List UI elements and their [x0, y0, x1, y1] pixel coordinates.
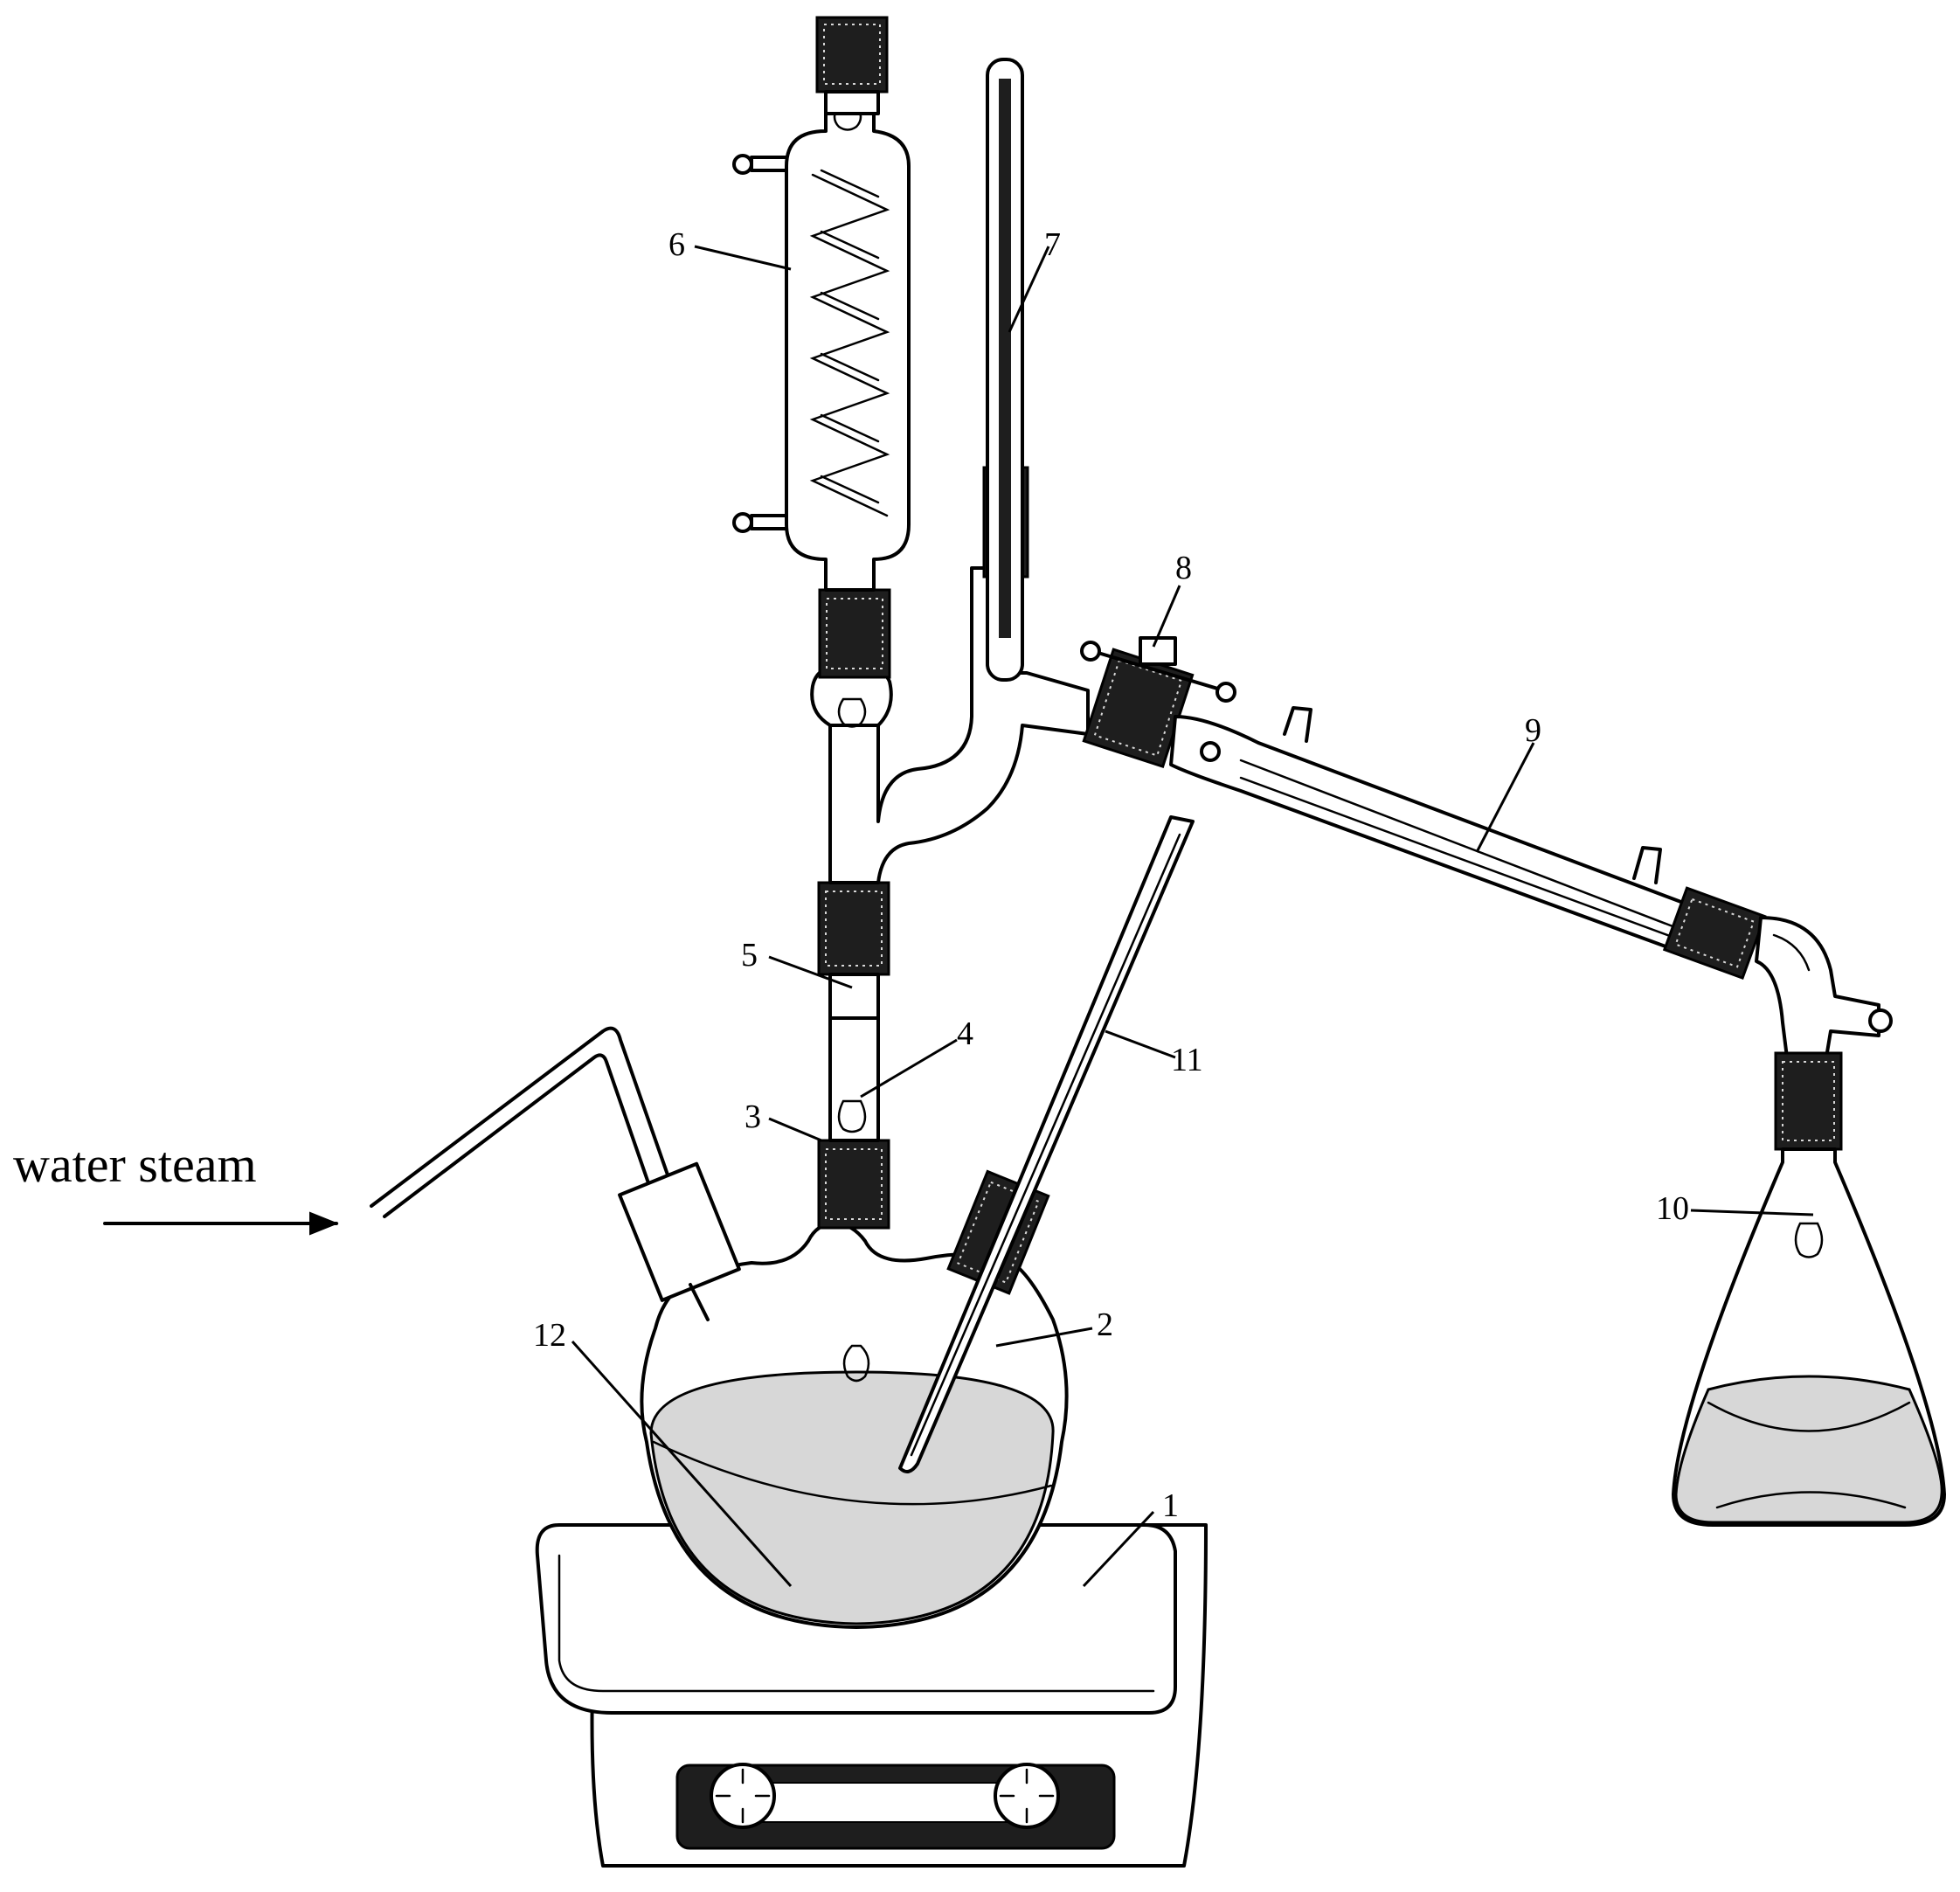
number-labels: 1 2 3 4 5 6 7 8 9 10 11 12 [533, 226, 1689, 1524]
receiver-tube [828, 1016, 880, 1142]
label-6: 6 [668, 226, 685, 263]
liebig-condenser [1169, 706, 1701, 954]
receiver-liquid-surface [1707, 1401, 1911, 1432]
label-12: 12 [533, 1317, 566, 1354]
label-5: 5 [741, 937, 758, 974]
liebig-inner-tube [1239, 759, 1693, 935]
leader-6 [694, 245, 792, 271]
thermometer [982, 58, 1029, 682]
probe-11 [898, 815, 1195, 1473]
label-2: 2 [1097, 1306, 1113, 1343]
leader-3 [768, 1117, 822, 1142]
condenser-coil-back [820, 169, 880, 504]
leader-4 [860, 1038, 958, 1098]
flask-liquid-surface [652, 1440, 1053, 1506]
water-steam-label: water steam [13, 1136, 257, 1193]
receiver [1662, 886, 1946, 1527]
steam-neck [689, 1283, 710, 1321]
label-1: 1 [1162, 1487, 1179, 1524]
receiver-drop [1794, 1222, 1824, 1258]
thermometer-column [999, 79, 1011, 638]
stopper-5 [817, 881, 890, 976]
label-10: 10 [1656, 1190, 1689, 1227]
claisen-drop [837, 697, 867, 728]
steam-tube-inner [383, 1053, 664, 1225]
leader-10 [1690, 1209, 1814, 1216]
left-knob [710, 1763, 776, 1829]
hot-plate [535, 1523, 1208, 1868]
claisen-adapter [810, 566, 1090, 884]
leader-9 [1475, 742, 1535, 853]
receiver-liquid [1674, 1375, 1943, 1524]
leader-1 [1082, 1510, 1155, 1588]
probe-core [910, 833, 1181, 1457]
leader-11 [1105, 1029, 1176, 1059]
joint-5 [828, 973, 880, 1020]
stopper-3 [817, 1139, 890, 1230]
stopcock-body [1139, 636, 1177, 666]
drop-4 [837, 1099, 867, 1133]
leader-5 [768, 955, 853, 989]
steam-tube-adapter [618, 1161, 741, 1302]
liebig-port-upper [1283, 706, 1312, 743]
steam-arrow-head [309, 1211, 339, 1236]
liebig-port-lower [1632, 846, 1662, 884]
coil-condenser [732, 16, 911, 592]
adapter-stopper [1662, 886, 1767, 981]
receiver-base-curve [1715, 1491, 1907, 1509]
liebig-inner-tube-2 [1239, 776, 1688, 944]
claisen-body [828, 566, 1090, 884]
label-11: 11 [1171, 1042, 1203, 1078]
condenser-coil [809, 173, 890, 517]
stopper-condenser [818, 588, 891, 679]
leader-8 [1152, 585, 1181, 648]
hot-plate-top-edge [558, 1554, 1155, 1693]
condenser-top-stopper [815, 16, 889, 94]
stopcock-handle [1091, 649, 1225, 692]
receiver-stopper [1774, 1051, 1843, 1151]
label-3: 3 [745, 1098, 761, 1135]
flask-boiling-chip [842, 1344, 870, 1383]
label-9: 9 [1525, 712, 1541, 749]
right-knob [994, 1763, 1060, 1829]
label-8: 8 [1175, 550, 1192, 586]
steam-inlet-tube [103, 1026, 741, 1321]
liebig-joint-ring [1200, 741, 1221, 762]
label-4: 4 [957, 1015, 973, 1052]
condenser-jacket [785, 112, 911, 592]
vacuum-adapter [1755, 916, 1880, 1059]
label-7: 7 [1044, 226, 1061, 263]
leader-lines [571, 245, 1814, 1588]
flask-liquid [649, 1370, 1055, 1625]
condenser-upper-port [750, 156, 788, 172]
vacuum-adapter-inner [1772, 933, 1811, 972]
condenser-lower-port [750, 514, 788, 530]
leader-7 [1008, 246, 1050, 333]
leader-2 [995, 1327, 1093, 1348]
steam-tube-outer [370, 1026, 683, 1216]
center-neck-assembly [817, 881, 890, 1230]
leader-12 [571, 1341, 793, 1587]
